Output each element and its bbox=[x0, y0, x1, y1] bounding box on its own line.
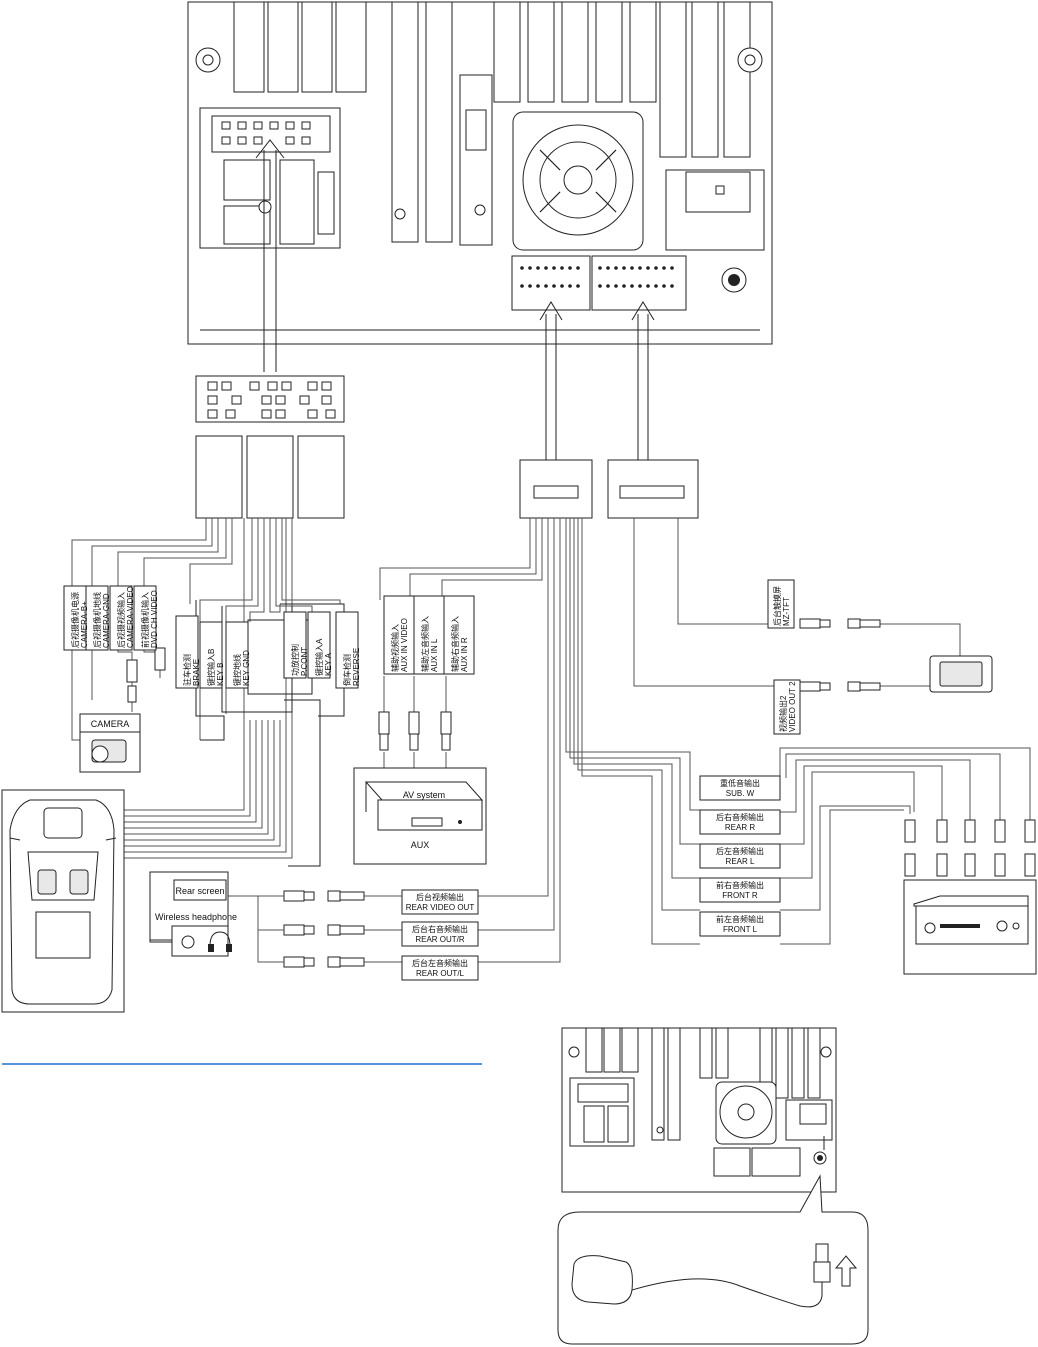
aux-labels: 辅助视频输入AUX IN VIDEO 辅助左音频输入AUX IN L 辅助右音频… bbox=[383, 595, 475, 675]
car-illustration bbox=[1, 789, 125, 1013]
small-head-unit bbox=[561, 1027, 837, 1193]
control-labels: 驻车检测BRAKE 键控输入BKEY B 键控地线KEY GND 功放控制P.C… bbox=[175, 611, 361, 689]
aux-device: AV system AUX bbox=[353, 767, 487, 865]
connector-arrows bbox=[255, 139, 655, 460]
rear-l-cn: 后台左音频输出 bbox=[412, 958, 468, 968]
label-key-a: 键控输入AKEY A bbox=[314, 638, 333, 676]
multi-connectors bbox=[519, 459, 699, 519]
label-dvd-video: 前视摄像机输入DVD CH VIDEO bbox=[140, 590, 159, 648]
audio-sub-en: SUB. W bbox=[726, 789, 755, 798]
rca-plugs bbox=[126, 618, 1036, 968]
amplifier-device bbox=[903, 879, 1037, 975]
label-p-cont: 功放控制P.CONT bbox=[290, 644, 309, 676]
audio-rear-r-en: REAR R bbox=[725, 823, 755, 832]
av-system-label: AV system bbox=[403, 790, 445, 800]
rear-screen-label: Rear screen bbox=[175, 886, 224, 896]
head-unit-rear-panel bbox=[187, 1, 773, 345]
audio-front-l-en: FRONT L bbox=[723, 925, 758, 934]
rear-r-en: REAR OUT/R bbox=[415, 935, 465, 944]
audio-rear-r-cn: 后右音频输出 bbox=[716, 812, 764, 822]
label-brake: 驻车检测BRAKE bbox=[182, 654, 201, 686]
rear-screen-headphone: Rear screen Wireless headphone bbox=[149, 871, 237, 957]
label-key-gnd: 键控地线KEY GND bbox=[232, 650, 251, 686]
audio-rear-l-en: REAR L bbox=[726, 857, 755, 866]
rear-l-en: REAR OUT/L bbox=[416, 969, 465, 978]
label-aux-l: 辅助左音频输入AUX IN L bbox=[420, 616, 439, 672]
iso-plug bbox=[195, 375, 345, 519]
label-reverse: 倒车检测REVERSE bbox=[342, 648, 361, 686]
audio-output-boxes: 重低音输出 SUB. W 后右音频输出 REAR R 后左音频输出 REAR L… bbox=[699, 775, 781, 937]
label-aux-r: 辅助右音频输入AUX IN R bbox=[450, 616, 469, 672]
tft-labels: 后台触摸屏MZ-TFT 视频输出2VIDEO OUT 2 bbox=[767, 579, 993, 735]
audio-front-r-cn: 前右音频输出 bbox=[716, 880, 764, 890]
audio-sub-cn: 重低音输出 bbox=[720, 778, 760, 788]
camera-device: CAMERA bbox=[79, 713, 141, 773]
camera-labels: 后视摄像机电源CAMERA-B+ 后视摄像机地线CAMERA-GND 后视摄视频… bbox=[63, 585, 159, 651]
rear-output-boxes: 后台视频输出 REAR VIDEO OUT 后台右音频输出 REAR OUT/R… bbox=[401, 889, 479, 981]
audio-front-l-cn: 前左音频输出 bbox=[716, 914, 764, 924]
camera-title: CAMERA bbox=[91, 719, 130, 729]
aux-label: AUX bbox=[411, 840, 430, 850]
audio-front-r-en: FRONT R bbox=[722, 891, 758, 900]
label-camera-gnd: 后视摄像机地线CAMERA-GND bbox=[92, 592, 111, 648]
label-video-out2: 视频输出2VIDEO OUT 2 bbox=[778, 681, 797, 732]
rear-r-cn: 后台右音频输出 bbox=[412, 924, 468, 934]
label-aux-video: 辅助视频输入AUX IN VIDEO bbox=[390, 618, 409, 672]
gps-antenna-callout bbox=[557, 1174, 869, 1345]
rear-video-en: REAR VIDEO OUT bbox=[406, 903, 475, 912]
label-camera-power: 后视摄像机电源CAMERA-B+ bbox=[70, 592, 89, 648]
label-camera-video: 后视摄视频输入CAMERA-VIDEO bbox=[116, 586, 135, 648]
label-key-b: 键控输入BKEY B bbox=[206, 649, 225, 686]
wireless-headphone-label: Wireless headphone bbox=[155, 912, 237, 922]
audio-rear-l-cn: 后左音频输出 bbox=[716, 846, 764, 856]
rear-video-cn: 后台视频输出 bbox=[416, 892, 464, 902]
label-rear-tft: 后台触摸屏MZ-TFT bbox=[772, 586, 791, 626]
